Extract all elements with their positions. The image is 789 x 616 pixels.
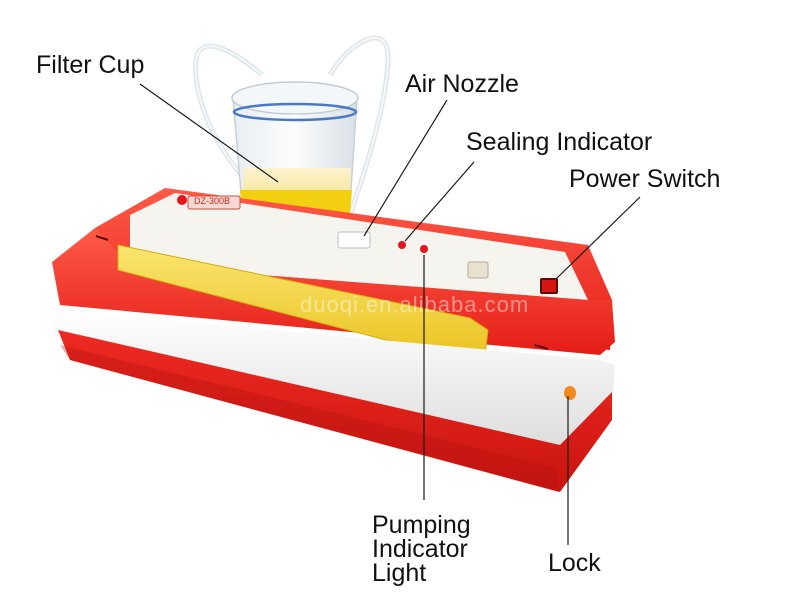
label-pumping-indicator-light: Pumping Indicator Light xyxy=(372,511,471,587)
label-pumping-line1: Pumping xyxy=(372,511,471,539)
air-nozzle-callout-line xyxy=(363,99,448,237)
label-power-switch: Power Switch xyxy=(569,165,721,193)
power-switch-callout-line xyxy=(555,196,641,280)
sealing-indicator-light xyxy=(398,241,406,249)
label-sealing-indicator: Sealing Indicator xyxy=(466,128,653,156)
power-switch[interactable] xyxy=(540,278,558,294)
label-filter-cup: Filter Cup xyxy=(36,51,145,79)
machine-body xyxy=(52,188,615,492)
callout-lines xyxy=(139,83,641,545)
model-badge-text: DZ-300B xyxy=(194,196,231,206)
label-pumping-line3: Light xyxy=(372,559,427,587)
air-nozzle-slot xyxy=(337,231,371,249)
lock-button[interactable] xyxy=(564,386,576,400)
label-lock: Lock xyxy=(548,549,601,577)
watermark: duoqi.en.alibaba.com xyxy=(300,292,530,317)
label-air-nozzle: Air Nozzle xyxy=(405,70,519,98)
filter-cup-callout-line xyxy=(139,83,279,183)
filter-cup-tubes xyxy=(193,35,391,216)
sealing-indicator-callout-line xyxy=(404,161,475,242)
pumping-indicator-light xyxy=(420,245,428,253)
label-pumping-line2: Indicator xyxy=(372,535,468,563)
